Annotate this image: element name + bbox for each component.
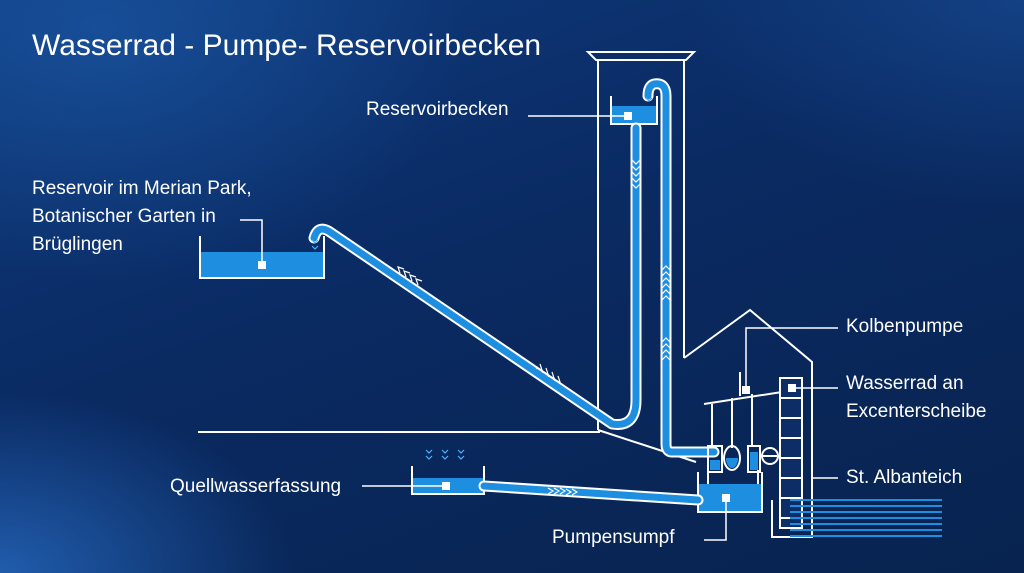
- marker-squares: [258, 112, 796, 502]
- pipes: [308, 78, 720, 506]
- page-title: Wasserrad - Pumpe- Reservoirbecken: [32, 29, 542, 62]
- label-merian-line3: Brüglingen: [32, 234, 123, 255]
- label-reservoirbecken: Reservoirbecken: [366, 99, 509, 120]
- water-tower: [585, 51, 697, 463]
- water-wheel: [779, 377, 803, 529]
- pumpensumpf-tank: [697, 472, 763, 513]
- flow-arrows: [397, 159, 671, 496]
- label-wasserrad-line1: Wasserrad an: [846, 373, 964, 394]
- label-merian-line2: Botanischer Garten in: [32, 206, 216, 227]
- leader-lines: [240, 115, 838, 541]
- pump-water: [710, 452, 758, 470]
- label-kolbenpumpe: Kolbenpumpe: [846, 316, 964, 337]
- label-wasserrad-line2: Excenterscheibe: [846, 401, 987, 422]
- canal-water: [790, 499, 942, 537]
- piston-pump: [703, 372, 783, 484]
- pump-house: [683, 308, 813, 538]
- label-quellwasserfassung: Quellwasserfassung: [170, 476, 342, 497]
- label-st-albanteich: St. Albanteich: [846, 467, 963, 488]
- label-pumpensumpf: Pumpensumpf: [552, 527, 675, 548]
- label-merian-line1: Reservoir im Merian Park,: [32, 178, 252, 199]
- inflow-arrows: [311, 97, 653, 460]
